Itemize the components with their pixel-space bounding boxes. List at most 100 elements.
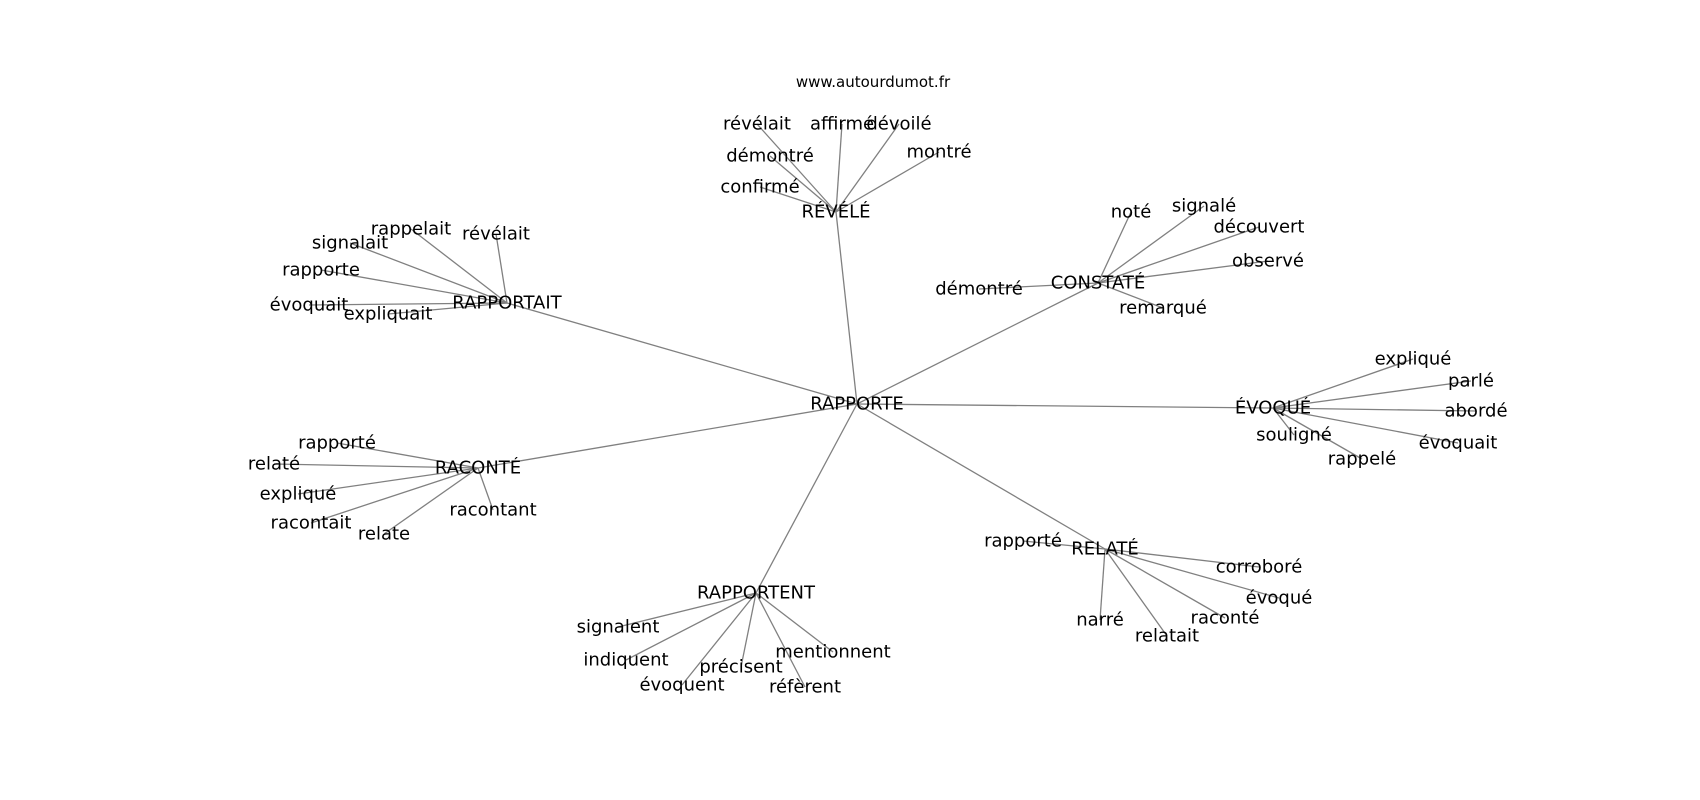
watermark: www.autourdumot.fr (796, 73, 951, 91)
edge-center-to-hub (755, 403, 858, 594)
leaf-node[interactable]: observé (1232, 251, 1304, 272)
leaf-node[interactable]: confirmé (720, 177, 799, 198)
leaf-node[interactable]: rappelé (1328, 449, 1396, 470)
graph-edges (273, 123, 1477, 688)
edge-hub-to-leaf (1097, 260, 1269, 284)
leaf-node[interactable]: signalé (1172, 196, 1236, 217)
edge-hub-to-leaf (1272, 407, 1295, 436)
edge-hub-to-leaf (755, 592, 834, 653)
leaf-node[interactable]: révélait (462, 224, 530, 245)
edge-hub-to-leaf (495, 233, 508, 304)
edge-hub-to-leaf (297, 467, 479, 495)
edge-hub-to-leaf (410, 228, 508, 304)
leaf-node[interactable]: indiquent (583, 650, 668, 671)
edge-center-to-hub (477, 403, 858, 469)
hub-node[interactable]: RAPPORTENT (697, 583, 816, 604)
hub-node[interactable]: RELATÉ (1071, 538, 1139, 560)
leaf-node[interactable]: évoquait (270, 295, 349, 316)
leaf-node[interactable]: révélait (723, 114, 791, 135)
hub-node[interactable]: ÉVOQUÉ (1235, 397, 1311, 419)
leaf-node[interactable]: évoqué (1246, 588, 1313, 609)
leaf-node[interactable]: corroboré (1216, 557, 1303, 578)
edge-hub-to-leaf (387, 302, 508, 315)
leaf-node[interactable]: découvert (1213, 217, 1304, 238)
edge-hub-to-leaf (1099, 548, 1106, 621)
leaf-node[interactable]: relate (358, 524, 410, 545)
edge-hub-to-leaf (756, 123, 837, 213)
leaf-node[interactable]: affirmé (810, 114, 874, 135)
edge-hub-to-leaf (1104, 548, 1168, 637)
edge-hub-to-leaf (336, 442, 479, 469)
leaf-node[interactable]: rapporte (282, 260, 360, 281)
edge-hub-to-leaf (1104, 548, 1226, 619)
edge-hub-to-leaf (759, 186, 837, 213)
edge-center-to-hub (835, 211, 858, 405)
edge-center-to-hub (856, 403, 1274, 409)
edge-hub-to-leaf (1104, 548, 1280, 599)
leaf-node[interactable]: signalait (312, 233, 388, 254)
leaf-node[interactable]: remarqué (1119, 298, 1207, 319)
edge-hub-to-leaf (769, 155, 837, 213)
leaf-node[interactable]: relatait (1135, 626, 1199, 647)
edge-hub-to-leaf (1097, 211, 1132, 284)
edge-hub-to-leaf (477, 467, 494, 511)
edge-hub-to-leaf (1272, 407, 1459, 444)
edge-hub-to-leaf (625, 592, 757, 661)
edge-hub-to-leaf (308, 302, 508, 306)
edge-hub-to-leaf (1097, 205, 1205, 284)
edge-hub-to-leaf (349, 242, 508, 304)
leaf-node[interactable]: expliquait (344, 304, 433, 325)
edge-hub-to-leaf (835, 123, 843, 213)
leaf-node[interactable]: réfèrent (769, 677, 841, 698)
edge-hub-to-leaf (681, 592, 757, 686)
hub-node[interactable]: RACONTÉ (435, 457, 521, 479)
edge-hub-to-leaf (310, 467, 479, 524)
leaf-node[interactable]: narré (1076, 610, 1124, 631)
edge-hub-to-leaf (1272, 358, 1414, 409)
edge-hub-to-leaf (320, 269, 508, 304)
leaf-node[interactable]: souligné (1256, 425, 1332, 446)
edge-hub-to-leaf (1272, 380, 1472, 409)
leaf-node[interactable]: raconté (1191, 608, 1260, 629)
edge-hub-to-leaf (740, 592, 757, 668)
hub-node[interactable]: RÉVÉLÉ (802, 201, 871, 223)
leaf-node[interactable]: évoquent (639, 675, 724, 696)
edge-hub-to-leaf (1272, 407, 1477, 412)
leaf-node[interactable]: précisent (699, 657, 782, 678)
edge-hub-to-leaf (617, 592, 757, 628)
edge-hub-to-leaf (1097, 282, 1164, 309)
leaf-node[interactable]: démontré (726, 146, 814, 167)
edge-hub-to-leaf (1104, 548, 1260, 568)
edge-hub-to-leaf (1272, 407, 1363, 460)
edge-hub-to-leaf (1022, 540, 1106, 550)
leaf-node[interactable]: relaté (248, 454, 300, 475)
center-node[interactable]: RAPPORTE (810, 394, 904, 415)
leaf-node[interactable]: expliqué (260, 484, 337, 505)
edge-hub-to-leaf (273, 463, 479, 469)
edge-hub-to-leaf (978, 282, 1099, 290)
leaf-node[interactable]: rapporté (984, 531, 1062, 552)
edge-center-to-hub (856, 282, 1099, 405)
edge-hub-to-leaf (835, 123, 900, 213)
hub-node[interactable]: CONSTATÉ (1051, 272, 1146, 294)
leaf-node[interactable]: racontait (271, 513, 352, 534)
edge-center-to-hub (506, 302, 858, 405)
leaf-node[interactable]: parlé (1448, 371, 1494, 392)
edge-center-to-hub (856, 403, 1106, 550)
edge-hub-to-leaf (383, 467, 479, 535)
leaf-node[interactable]: évoquait (1419, 433, 1498, 454)
leaf-node[interactable]: abordé (1444, 401, 1507, 422)
leaf-node[interactable]: rappelait (371, 219, 451, 240)
leaf-node[interactable]: rapporté (298, 433, 376, 454)
leaf-node[interactable]: noté (1111, 202, 1152, 223)
hub-node[interactable]: RAPPORTAIT (452, 293, 562, 314)
leaf-node[interactable]: signalent (577, 617, 660, 638)
leaf-node[interactable]: mentionnent (775, 642, 890, 663)
leaf-node[interactable]: expliqué (1375, 349, 1452, 370)
leaf-node[interactable]: dévoilé (866, 114, 931, 135)
edge-hub-to-leaf (835, 151, 940, 213)
leaf-node[interactable]: montré (906, 142, 971, 163)
leaf-node[interactable]: démontré (935, 279, 1023, 300)
leaf-node[interactable]: racontant (449, 500, 536, 521)
